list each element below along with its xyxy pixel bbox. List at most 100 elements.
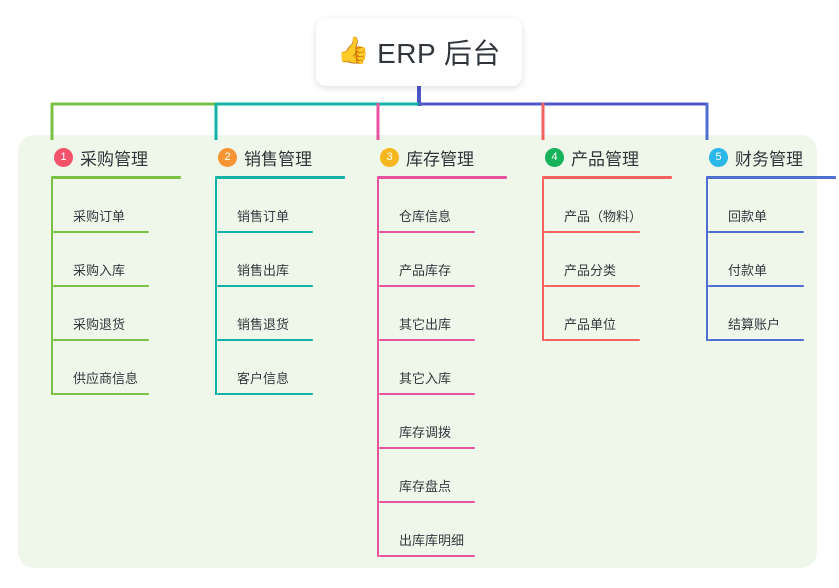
leaf-item-underline [217,231,313,233]
leaf-item-underline [379,555,475,557]
leaf-item-underline [708,285,804,287]
category-underline-1 [51,176,181,179]
leaf-item-underline [53,285,149,287]
leaf-item[interactable]: 其它入库 [377,341,527,395]
category-underline-5 [706,176,836,179]
root-node-title: ERP 后台 [377,38,501,69]
category-badge-5: 5 [709,147,728,167]
category-header-4[interactable]: 4 产品管理 [527,144,692,170]
leaf-item-label: 客户信息 [237,371,290,386]
leaf-item[interactable]: 付款单 [706,233,839,287]
leaf-item-underline [217,339,313,341]
leaf-spine-5 [706,179,708,341]
leaf-item-label: 回款单 [728,209,768,224]
category-badge-1: 1 [54,147,73,167]
leaf-item-underline [379,285,475,287]
leaf-item-underline [708,339,804,341]
leaf-item-label: 采购订单 [73,209,126,224]
leaf-item-label: 产品分类 [564,263,617,278]
leaf-item-underline [217,393,313,395]
leaf-item-label: 供应商信息 [73,371,139,386]
leaf-item[interactable]: 仓库信息 [377,179,527,233]
category-title-1: 采购管理 [80,149,148,169]
leaf-item-underline [53,393,149,395]
leaf-list-4: 产品（物料） 产品分类产品单位 [527,179,692,341]
leaf-item[interactable]: 销售订单 [215,179,365,233]
thumbs-up-icon: 👍 [337,35,370,65]
leaf-item-underline [379,447,475,449]
leaf-item[interactable]: 采购入库 [51,233,201,287]
leaf-item-underline [544,285,640,287]
leaf-item[interactable]: 产品分类 [542,233,692,287]
leaf-item-label: 其它入库 [399,371,452,386]
category-header-3[interactable]: 3 库存管理 [362,144,527,170]
leaf-item-underline [379,393,475,395]
leaf-list-1: 采购订单采购入库采购退货供应商信息 [36,179,201,395]
category-badge-2: 2 [218,147,237,167]
leaf-item-label: 仓库信息 [399,209,452,224]
leaf-item-label: 销售订单 [237,209,290,224]
leaf-item-underline [379,339,475,341]
leaf-item[interactable]: 销售出库 [215,233,365,287]
leaf-item-label: 其它出库 [399,317,452,332]
leaf-item[interactable]: 销售退货 [215,287,365,341]
category-header-1[interactable]: 1 采购管理 [36,144,201,170]
leaf-item[interactable]: 产品（物料） [542,179,692,233]
leaf-item[interactable]: 库存调拨 [377,395,527,449]
category-underline-4 [542,176,672,179]
leaf-item-underline [217,285,313,287]
leaf-spine-2 [215,179,217,395]
leaf-item-underline [379,501,475,503]
diagram-panel [18,135,817,568]
leaf-item-underline [708,231,804,233]
category-title-5: 财务管理 [735,149,803,169]
leaf-list-3: 仓库信息产品库存其它出库其它入库库存调拨库存盘点出库库明细 [362,179,527,557]
leaf-item-label: 结算账户 [728,317,781,332]
leaf-item[interactable]: 库存盘点 [377,449,527,503]
leaf-item-label: 采购退货 [73,317,126,332]
leaf-item-label: 库存盘点 [399,479,452,494]
category-column-3: 3 库存管理仓库信息产品库存其它出库其它入库库存调拨库存盘点出库库明细 [362,144,527,557]
leaf-item-underline [544,231,640,233]
category-column-2: 2 销售管理销售订单销售出库销售退货客户信息 [200,144,365,395]
leaf-item[interactable]: 供应商信息 [51,341,201,395]
leaf-item-label: 产品（物料） [564,209,643,224]
leaf-item-underline [53,339,149,341]
leaf-item-label: 库存调拨 [399,425,452,440]
category-header-5[interactable]: 5 财务管理 [691,144,839,170]
category-underline-3 [377,176,507,179]
leaf-item-underline [379,231,475,233]
leaf-item[interactable]: 产品单位 [542,287,692,341]
leaf-item-label: 出库库明细 [399,533,465,548]
category-header-2[interactable]: 2 销售管理 [200,144,365,170]
leaf-item-label: 销售退货 [237,317,290,332]
leaf-item[interactable]: 其它出库 [377,287,527,341]
leaf-item[interactable]: 采购订单 [51,179,201,233]
leaf-spine-3 [377,179,379,557]
leaf-item-underline [53,231,149,233]
leaf-item-label: 产品库存 [399,263,452,278]
category-column-1: 1 采购管理采购订单采购入库采购退货供应商信息 [36,144,201,395]
category-title-4: 产品管理 [571,149,639,169]
leaf-item[interactable]: 结算账户 [706,287,839,341]
leaf-item[interactable]: 采购退货 [51,287,201,341]
category-underline-2 [215,176,345,179]
leaf-item-label: 销售出库 [237,263,290,278]
leaf-list-5: 回款单付款单结算账户 [691,179,839,341]
leaf-item[interactable]: 产品库存 [377,233,527,287]
category-column-5: 5 财务管理回款单付款单结算账户 [691,144,839,341]
category-column-4: 4 产品管理产品（物料） 产品分类产品单位 [527,144,692,341]
root-node-card[interactable]: 👍 ERP 后台 [316,18,522,86]
leaf-item-underline [544,339,640,341]
category-title-2: 销售管理 [244,149,312,169]
leaf-item[interactable]: 客户信息 [215,341,365,395]
category-badge-3: 3 [380,147,399,167]
leaf-item[interactable]: 出库库明细 [377,503,527,557]
leaf-spine-4 [542,179,544,341]
leaf-item[interactable]: 回款单 [706,179,839,233]
category-title-3: 库存管理 [406,149,474,169]
leaf-item-label: 采购入库 [73,263,126,278]
leaf-list-2: 销售订单销售出库销售退货客户信息 [200,179,365,395]
category-badge-4: 4 [545,147,564,167]
